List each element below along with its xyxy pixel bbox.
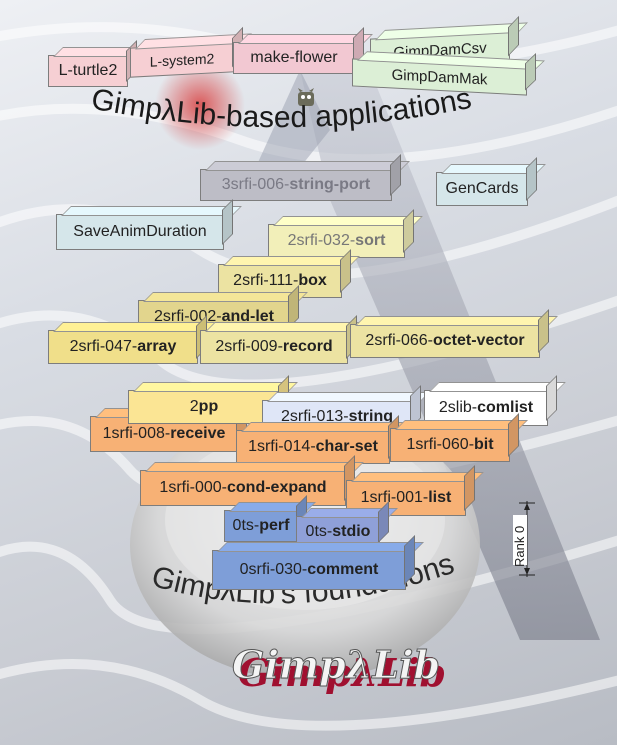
module-label: 1srfi-001-list <box>360 489 452 506</box>
module-label: 2srfi-111-box <box>233 272 327 289</box>
logo-shadow: GimpλLib <box>238 650 447 695</box>
module-label: 2pp <box>189 398 219 415</box>
rank-label: Rank 0 <box>512 526 527 567</box>
module-comment: 0srfi-030-comment <box>212 535 424 590</box>
module-gencards: GenCards <box>436 157 546 206</box>
box-top-face <box>205 161 410 171</box>
module-label: 3srfi-006-string-port <box>221 176 371 193</box>
module-bit: 1srfi-060-bit <box>390 413 528 462</box>
module-pp: 2pp <box>128 375 298 424</box>
module-label: L-turtle2 <box>58 62 118 79</box>
module-label: 0ts-stdio <box>305 523 371 540</box>
box-top-face <box>61 206 242 216</box>
module-char-set: 1srfi-014-char-set <box>236 415 408 464</box>
module-label: make-flower <box>250 49 338 66</box>
module-cond-expand: 1srfi-000-cond-expand <box>140 455 364 506</box>
module-label: 1srfi-000-cond-expand <box>159 479 327 496</box>
module-label: 2srfi-032-sort <box>287 232 386 249</box>
module-perf: 0ts-perf <box>224 495 316 542</box>
module-label: 0srfi-030-comment <box>239 561 379 578</box>
module-saveanimduration: SaveAnimDuration <box>56 199 242 250</box>
box-top-face <box>205 322 366 332</box>
box-top-face <box>355 316 558 326</box>
box-top-face <box>53 322 216 332</box>
module-label: GimpDamMak <box>391 65 488 89</box>
module-label: 0ts-perf <box>232 517 290 534</box>
module-label: 1srfi-014-char-set <box>248 438 378 455</box>
gimplib-logo: GimpλLib GimpλLib <box>231 640 446 700</box>
box-top-face <box>241 422 408 432</box>
module-octet-vector: 2srfi-066-octet-vector <box>350 309 558 358</box>
module-sort: 2srfi-032-sort <box>268 209 423 258</box>
logo-text: GimpλLib <box>231 642 441 688</box>
box-top-face <box>267 392 430 402</box>
module-array: 2srfi-047-array <box>48 315 216 364</box>
module-label: L-system2 <box>149 50 215 70</box>
module-label: 1srfi-060-bit <box>406 436 494 453</box>
module-string-port: 3srfi-006-string-port <box>200 154 410 201</box>
module-label: SaveAnimDuration <box>73 223 207 240</box>
module-label: 2srfi-066-octet-vector <box>365 332 525 349</box>
box-top-face <box>145 462 364 472</box>
module-label: 1srfi-008-receive <box>102 425 226 442</box>
box-top-face <box>217 542 424 552</box>
module-make-flower: make-flower <box>233 27 373 74</box>
box-top-face <box>133 382 298 392</box>
module-label: 2srfi-013-string <box>280 408 394 425</box>
rank-indicator: Rank 0 <box>512 501 535 577</box>
box-top-face <box>143 292 308 302</box>
module-label: 2slib-comlist <box>438 399 534 416</box>
module-l-turtle2: L-turtle2 <box>48 40 146 87</box>
module-record: 2srfi-009-record <box>200 315 366 364</box>
module-label: 2srfi-009-record <box>215 338 333 355</box>
box-top-face <box>273 216 423 226</box>
module-l-system2: L-system2 <box>130 26 252 78</box>
module-label: 2srfi-047-array <box>69 338 177 355</box>
module-label: GenCards <box>445 180 519 197</box>
